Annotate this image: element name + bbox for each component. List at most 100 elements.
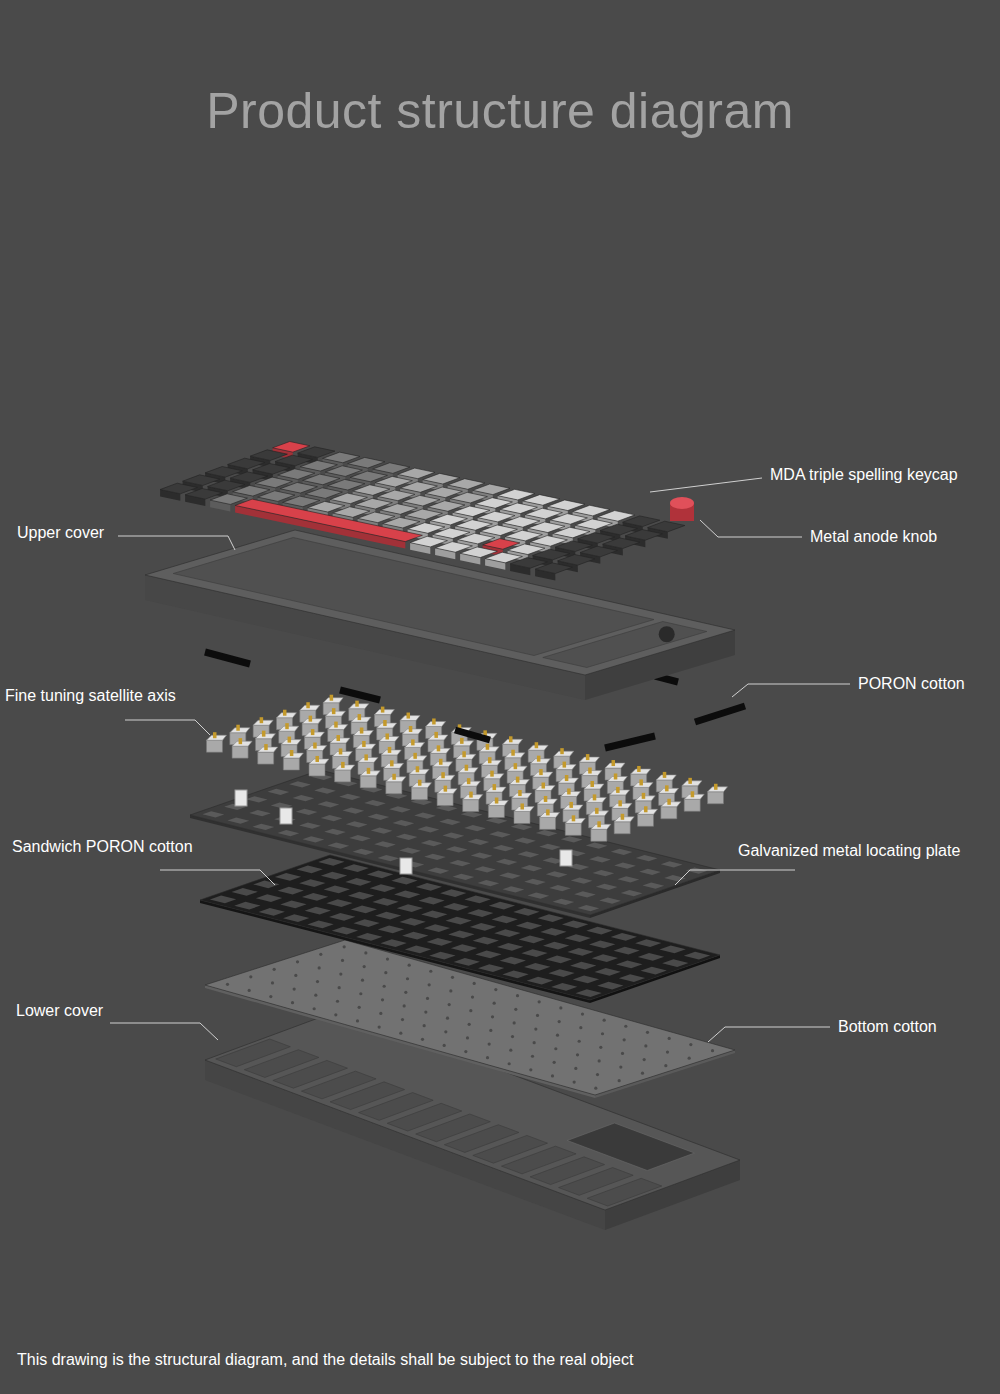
switch-stem [546,809,550,815]
cotton-hole [473,982,476,985]
poron-strip [695,706,745,722]
keycap-top [535,563,572,574]
foam-cutout [440,889,466,897]
cotton-hole [358,1006,361,1009]
plate-cutout [489,831,511,837]
foam-cutout [613,947,639,955]
foam-cutout [592,954,618,962]
foam-cutout [551,983,577,991]
cotton-hole [471,995,474,998]
cotton-hole [488,1042,491,1045]
switch-body [614,822,630,834]
cotton-hole [363,965,366,968]
foam-cutout [500,957,526,965]
plate-cutout [314,788,336,794]
leader-line [700,520,802,537]
foam-cutout [543,942,569,950]
foam-cutout [416,883,442,891]
foam-cutout [616,961,642,969]
switch-stem [465,765,469,771]
poron-strip [340,690,380,700]
cotton-hole [664,1064,667,1067]
cotton-hole [269,995,272,998]
switch-stem [691,791,695,797]
cotton-hole [291,1001,294,1004]
cotton-hole [339,972,342,975]
caption: This drawing is the structural diagram, … [17,1350,633,1370]
cotton-hole [536,1014,539,1017]
switch-stem [467,778,471,784]
keycap-top [235,499,422,542]
cotton-hole [386,957,389,960]
switch-stem [560,748,564,754]
plate-cutout [664,875,686,881]
cotton-hole [601,1032,604,1035]
switch-stem [407,713,411,719]
switch-stem [411,739,415,745]
switch-body [463,800,479,812]
leader-line [650,478,762,492]
cotton-hole [401,1018,404,1021]
cotton-hole [646,1031,649,1034]
cotton-hole [531,1055,534,1058]
switch-stem [362,741,366,747]
plate-cutout [414,813,436,819]
plate-cutout [518,851,540,857]
cotton-hole [444,1030,447,1033]
cotton-hole [668,1037,671,1040]
foam-cutout [348,892,374,900]
plate-cutout [511,824,533,830]
switch-stem [439,759,443,765]
switch-stem [309,716,313,722]
switch-stem [367,768,371,774]
switch-stem [358,714,362,720]
plate-cutout [661,861,683,867]
foam-cutout [356,933,382,941]
part-label: Sandwich PORON cotton [12,837,193,857]
cotton-hole [516,994,519,997]
cotton-hole [553,1061,556,1064]
plate-cutout [249,810,271,816]
foam-cutout [418,897,444,905]
cotton-hole [594,1087,597,1090]
plate-cutout [593,870,615,876]
switch-stem [239,738,243,744]
switch-stem [514,763,518,769]
plate-cutout [536,830,558,836]
switch-body [386,782,402,794]
cotton-hole [623,1038,626,1041]
cotton-hole [381,998,384,1001]
foam-cutout [345,878,371,886]
switch-stem [509,736,513,742]
foam-cutout [562,921,588,929]
cotton-hole [534,1027,537,1030]
case-rib [587,1178,662,1206]
poron-strip [605,736,655,748]
title: Product structure diagram [0,82,1000,140]
cotton-hole [511,1035,514,1038]
plate-cutout [539,844,561,850]
foam-cutout [326,899,352,907]
plate-cutout [246,796,268,802]
cotton-hole [404,991,407,994]
cotton-hole [491,1015,494,1018]
plate-cutout [421,840,443,846]
cotton-hole [509,1049,512,1052]
foam-cutout [367,871,393,879]
metal-knob [670,497,694,509]
switch-body [638,814,654,826]
foam-cutout [524,963,550,971]
switch-stem [364,754,368,760]
switch-stem [612,760,616,766]
foam-cutout [253,881,279,889]
switch-body [437,794,453,806]
cotton-hole [364,951,367,954]
switch-stem [621,814,625,820]
cotton-hole [334,1013,337,1016]
switch-stem [542,783,546,789]
cotton-hole [379,1012,382,1015]
switch-stem [486,744,490,750]
cotton-hole [403,1004,406,1007]
cotton-hole [508,1062,511,1065]
switch-stem [355,701,359,707]
